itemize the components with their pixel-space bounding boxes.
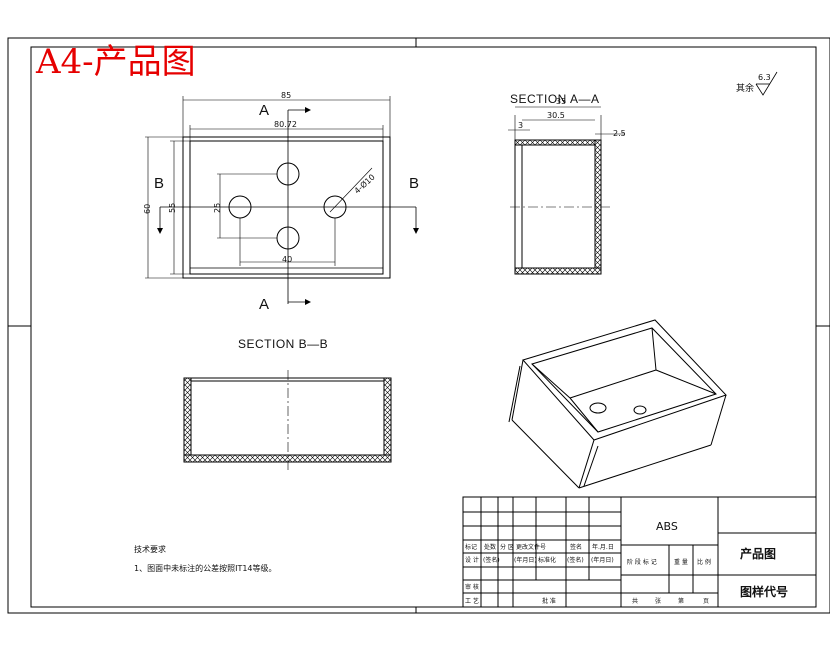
dim-overall-width: 85 (281, 91, 291, 100)
svg-text:处数: 处数 (484, 543, 496, 551)
section-a-dim-inner: 30.5 (547, 111, 565, 120)
title-stage-labels: 阶 段 标 记 重 量 比 例 (627, 558, 711, 566)
svg-text:张: 张 (655, 597, 661, 605)
title-process: 工 艺 (465, 597, 479, 605)
cut-label-b-right: B (409, 175, 419, 192)
title-drawing-code: 图样代号 (740, 584, 788, 599)
svg-text:(签名): (签名) (483, 556, 500, 564)
sheet-label: A4-产品图 (35, 42, 196, 82)
svg-text:第: 第 (678, 597, 684, 605)
svg-text:(签名): (签名) (567, 556, 584, 564)
title-design-row: 设 计 (签名) (年月日) 标准化 (签名) (年月日) (465, 556, 614, 564)
isometric-view (508, 319, 727, 489)
tech-notes-title: 技术要求 (134, 544, 166, 554)
svg-text:比 例: 比 例 (697, 558, 711, 566)
section-a-dim-top: 35 (556, 97, 566, 106)
svg-text:标准化: 标准化 (538, 556, 556, 564)
zone-marks (8, 38, 830, 613)
section-a-title: SECTION A—A (510, 92, 600, 106)
front-view (145, 96, 417, 304)
svg-text:设 计: 设 计 (465, 556, 479, 564)
svg-text:更改文件号: 更改文件号 (516, 543, 546, 551)
title-check: 审 核 (465, 583, 479, 591)
section-b-title: SECTION B—B (238, 337, 328, 351)
svg-text:(年月日): (年月日) (514, 556, 537, 564)
svg-text:签名: 签名 (570, 543, 582, 551)
title-name: 产品图 (740, 546, 776, 561)
cut-label-a-bottom: A (259, 296, 269, 313)
dim-inner-height: 55 (168, 203, 177, 213)
svg-text:(年月日): (年月日) (591, 556, 614, 564)
title-row-labels: 标记 处数 分 区 更改文件号 签名 年.月.日 (465, 543, 614, 551)
title-block (462, 496, 817, 608)
dim-hole-spacing-h: 40 (282, 255, 292, 264)
title-material: ABS (656, 520, 678, 533)
svg-text:6.3: 6.3 (758, 73, 771, 82)
dim-overall-height: 60 (143, 204, 152, 214)
roughness-symbol: 其余 6.3 (736, 71, 778, 96)
title-approve: 批 准 (542, 597, 556, 605)
svg-text:年.月.日: 年.月.日 (592, 543, 614, 551)
section-a-view (508, 106, 625, 275)
section-a-dim-left: 3 (518, 121, 523, 130)
cut-label-b-left: B (154, 175, 164, 192)
svg-text:其余: 其余 (736, 82, 754, 94)
svg-text:阶 段 标 记: 阶 段 标 记 (627, 558, 657, 566)
section-a-dim-wall: 2.5 (613, 129, 626, 138)
hole-callout: 4-Ø10 (352, 172, 377, 196)
title-sheet-labels: 共 张 第 页 (632, 597, 709, 605)
svg-text:页: 页 (703, 598, 709, 605)
section-b-view (183, 370, 392, 470)
svg-text:重 量: 重 量 (674, 558, 688, 566)
svg-text:共: 共 (632, 597, 638, 605)
outer-border (7, 37, 830, 614)
cut-label-a-top: A (259, 102, 269, 119)
inner-border (30, 46, 817, 608)
tech-notes-line1: 1、图面中未标注的公差按照IT14等级。 (134, 563, 277, 573)
dim-hole-spacing-v: 25 (213, 203, 222, 213)
front-view-arrows (157, 107, 419, 305)
svg-text:分 区: 分 区 (500, 543, 514, 551)
dim-inner-width: 80.72 (274, 120, 297, 129)
svg-text:标记: 标记 (465, 543, 477, 551)
